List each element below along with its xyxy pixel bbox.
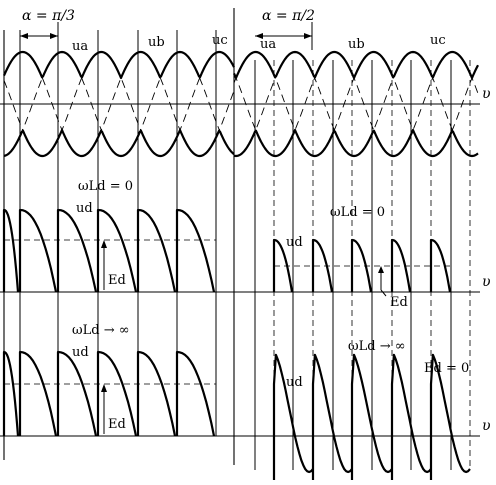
omega-t-label-top: υ bbox=[482, 86, 491, 102]
ud-label-left-top: ud bbox=[76, 201, 93, 216]
left-bottom-ud-seg-4 bbox=[136, 350, 177, 437]
labels: α = π/3 α = π/2 ua ub uc ua ub uc υ υ υ … bbox=[22, 8, 491, 434]
right-top-ud-seg-2 bbox=[350, 238, 373, 293]
ud-label-left-bottom: ud bbox=[72, 345, 89, 360]
wld-inf-label-left: ωLd → ∞ bbox=[72, 323, 130, 338]
right-top-ud-seg-4 bbox=[429, 238, 452, 293]
alpha-bracket-left bbox=[20, 22, 59, 50]
ub-label-left: ub bbox=[148, 35, 165, 50]
left-top-ud-seg-1 bbox=[18, 208, 58, 293]
left-top-ud-seg-2 bbox=[56, 208, 98, 293]
right-bottom-ud-seg-2 bbox=[350, 353, 393, 480]
phase-voltage-curves bbox=[2, 50, 479, 158]
alpha-bracket-right bbox=[255, 22, 313, 50]
ud-label-right-bottom: ud bbox=[286, 375, 303, 390]
left-top-ud-seg-0 bbox=[2, 208, 20, 293]
right-bottom-ud-seg-3 bbox=[390, 353, 432, 480]
left-lower-envelope bbox=[3, 128, 235, 158]
omega-t-label-mid: υ bbox=[482, 274, 491, 290]
left-bottom-ud-seg-3 bbox=[96, 350, 138, 437]
ed-label-left-bottom: Ed bbox=[108, 417, 126, 432]
wld-zero-label-right: ωLd = 0 bbox=[330, 205, 385, 220]
ed-label-right-top: Ed bbox=[390, 295, 408, 310]
wld-zero-label-left: ωLd = 0 bbox=[78, 179, 133, 194]
right-lower-envelope bbox=[233, 128, 479, 158]
left-top-ud-seg-3 bbox=[96, 208, 138, 293]
axes bbox=[0, 8, 480, 465]
ua-label-left: ua bbox=[72, 39, 88, 54]
left-bottom-ud-seg-1 bbox=[18, 350, 58, 437]
uc-label-left: uc bbox=[212, 33, 228, 48]
ub-label-right: ub bbox=[348, 37, 365, 52]
alpha-right-label: α = π/2 bbox=[262, 8, 315, 24]
wld-inf-label-right: ωLd → ∞ bbox=[348, 339, 406, 354]
output-voltage-curves bbox=[2, 208, 471, 480]
right-upper-envelope bbox=[232, 50, 479, 80]
right-top-ud-seg-3 bbox=[390, 238, 412, 293]
ed-arrows bbox=[101, 240, 387, 434]
left-upper-envelope bbox=[2, 50, 235, 80]
right-bottom-ud-seg-4 bbox=[429, 353, 471, 480]
right-top-ud-seg-1 bbox=[311, 238, 334, 293]
ua-label-right: ua bbox=[260, 37, 276, 52]
left-bottom-ud-seg-0 bbox=[2, 350, 20, 437]
ed-label-left-top: Ed bbox=[108, 273, 126, 288]
left-bottom-ud-seg-2 bbox=[56, 350, 98, 437]
omega-t-label-bottom: υ bbox=[482, 418, 491, 434]
ed-zero-label: Ed = 0 bbox=[424, 361, 469, 376]
left-top-ud-seg-4 bbox=[136, 208, 177, 293]
alpha-left-label: α = π/3 bbox=[22, 8, 75, 24]
right-top-ud-seg-0 bbox=[272, 238, 294, 293]
uc-label-right: uc bbox=[430, 33, 446, 48]
right-bottom-ud-seg-1 bbox=[311, 353, 353, 480]
left-bottom-ud-seg-5 bbox=[175, 350, 216, 437]
right-bottom-ud-seg-0 bbox=[272, 353, 314, 480]
ud-label-right-top: ud bbox=[286, 235, 303, 250]
left-top-ud-seg-5 bbox=[175, 208, 216, 293]
